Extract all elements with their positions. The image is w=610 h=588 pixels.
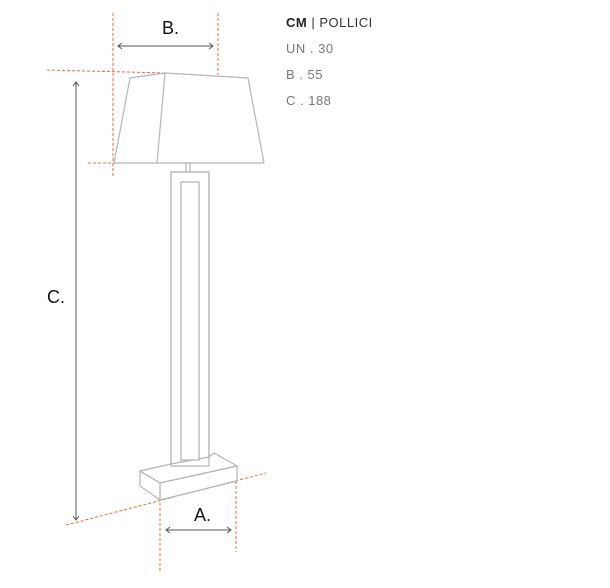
dimension-label-c: C. (47, 287, 65, 307)
dimension-specs: CM | POLLICI UN . 30 B . 55 C . 188 (286, 15, 373, 119)
dimension-b-value: B . 55 (286, 67, 323, 82)
dimension-label-b: B. (162, 18, 180, 38)
lamp-neck (185, 162, 191, 173)
lamp-outline (113, 72, 265, 502)
dimension-guides (46, 13, 267, 572)
unit-separator: | (311, 15, 316, 30)
lamp-shade (113, 72, 265, 164)
unit-switch: CM | POLLICI (286, 15, 373, 41)
dimension-c-value: C . 188 (286, 93, 332, 108)
unit-cm[interactable]: CM (286, 15, 308, 30)
dimension-label-a: A. (194, 505, 212, 525)
unit-inches[interactable]: POLLICI (319, 15, 373, 30)
dimension-arrows (72, 42, 232, 534)
dimension-a-value: UN . 30 (286, 41, 334, 56)
